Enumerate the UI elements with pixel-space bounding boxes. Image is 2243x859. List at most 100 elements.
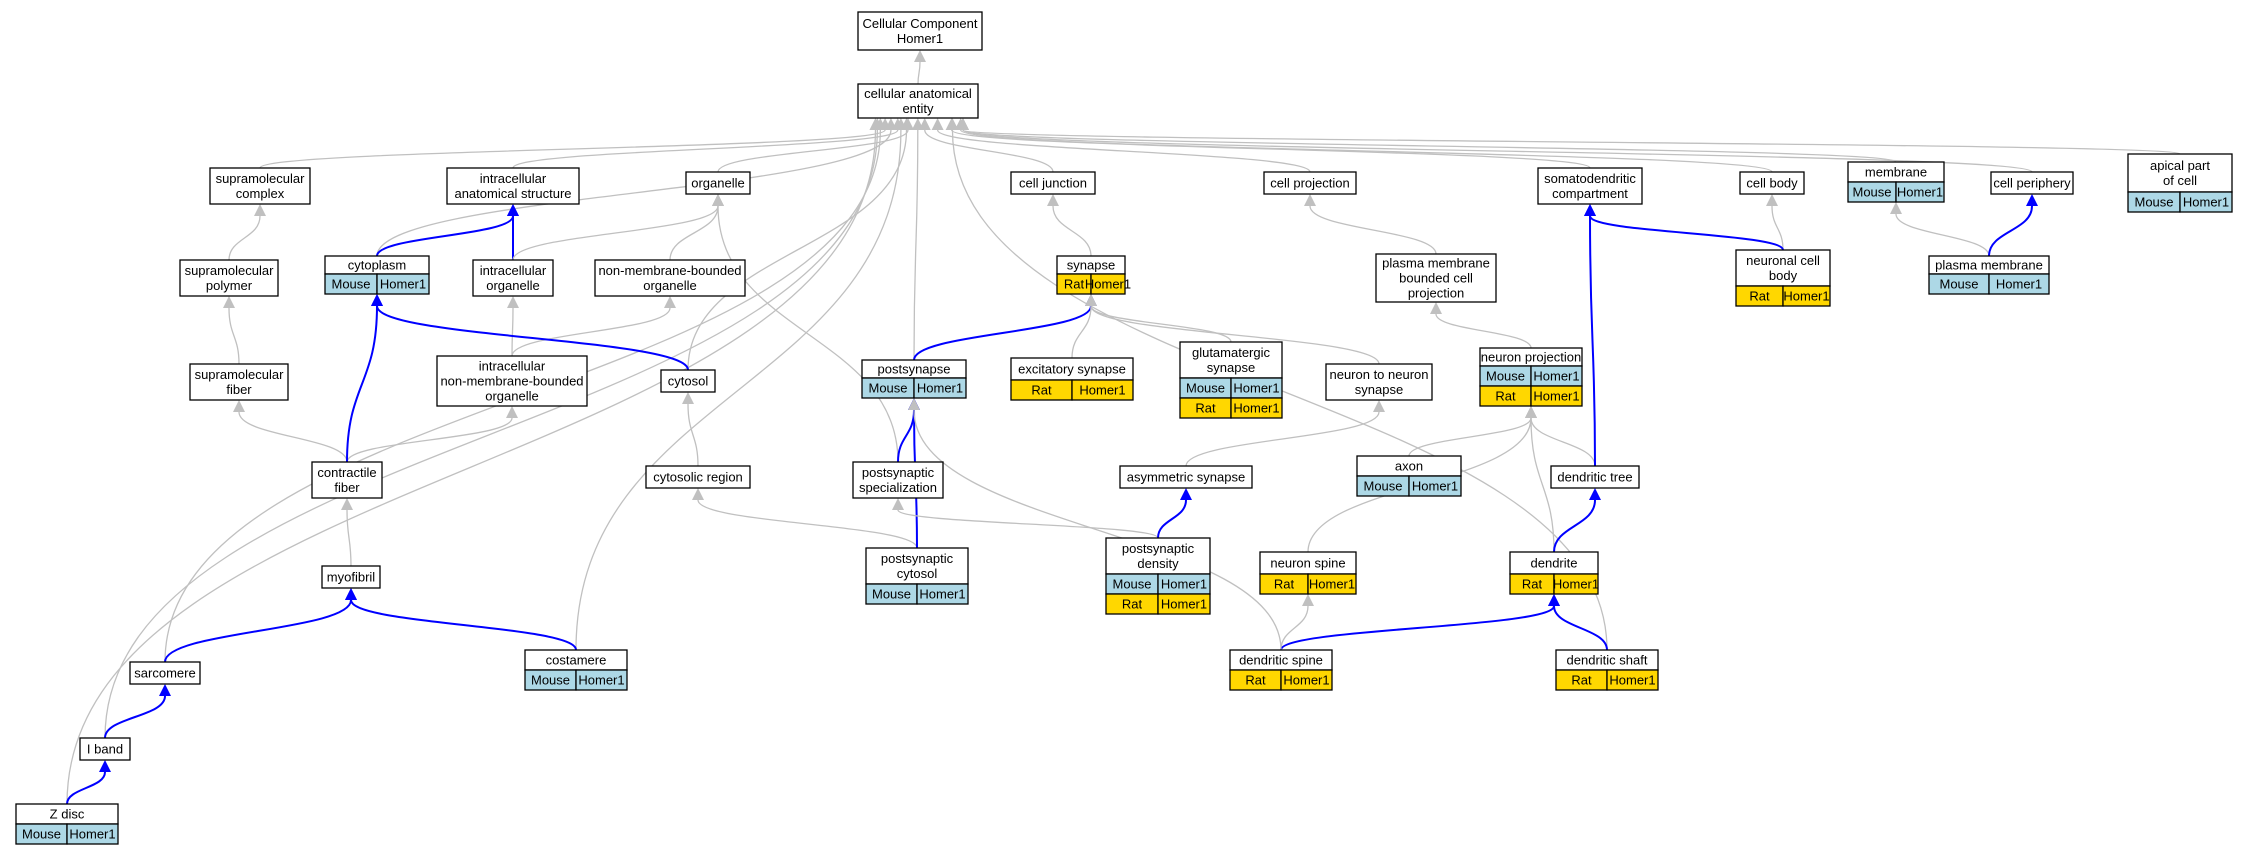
species-label: Mouse	[22, 827, 61, 842]
arrowhead-neuronal_cell_body-somatodendritic	[1584, 204, 1596, 216]
node-box	[865, 547, 969, 585]
term-label: cell projection	[1270, 176, 1350, 191]
node-inmb-organelle[interactable]: intracellularnon-membrane-boundedorganel…	[436, 355, 588, 407]
arrowhead-apical-cae	[957, 118, 969, 130]
gene-cell	[1307, 573, 1357, 595]
term-label: neuronal cell	[1746, 253, 1820, 268]
arrowhead-dendritic_spine-postsynapse	[908, 398, 920, 410]
arrowhead-costamere-myofibril	[345, 588, 357, 600]
arrowhead-inmb_organelle-intra_organelle	[507, 296, 519, 308]
gene-cell	[1157, 593, 1211, 615]
term-label: asymmetric synapse	[1127, 470, 1245, 485]
gene-cell	[1895, 181, 1945, 203]
node-i-band[interactable]: I band	[79, 737, 131, 761]
node-cell-junction[interactable]: cell junction	[1010, 171, 1096, 195]
node-cytosolic-region[interactable]: cytosolic region	[645, 465, 751, 489]
node-cell-periphery[interactable]: cell periphery	[1990, 171, 2074, 195]
node-myofibril[interactable]: myofibril	[321, 565, 381, 589]
term-label: myofibril	[327, 570, 376, 585]
arrowhead-dendritic_shaft-dendrite	[1548, 594, 1560, 606]
gene-label: Homer1	[1079, 383, 1125, 398]
gene-cell	[1280, 669, 1333, 691]
gene-cell	[913, 377, 967, 399]
edge-plasma_membrane-is-a-membrane	[1895, 213, 1990, 257]
arrowhead-ps_specialization-organelle	[712, 194, 724, 206]
node-cell-body[interactable]: cell body	[1739, 171, 1805, 195]
species-label: Mouse	[1363, 479, 1402, 494]
edge-dendrite-is-a-neuron_projection	[1530, 417, 1555, 553]
arrowhead-cytoplasm-cae	[884, 118, 897, 130]
edge-supra_complex-is-a-cae	[259, 129, 886, 169]
node-cytosol[interactable]: cytosol	[660, 369, 716, 393]
edge-neuronal_cell_body-is-a-cell_body	[1771, 205, 1784, 251]
term-label: anatomical structure	[454, 186, 571, 201]
node-asym-synapse[interactable]: asymmetric synapse	[1119, 465, 1253, 489]
node-box	[1179, 341, 1283, 379]
node-box	[645, 465, 751, 489]
node-cell-projection[interactable]: cell projection	[1263, 171, 1357, 195]
node-sarcomere[interactable]: sarcomere	[129, 661, 201, 685]
edge-pmbcp-is-a-cell_projection	[1309, 205, 1437, 255]
term-label: cytosol	[668, 374, 709, 389]
term-label: glutamatergic	[1192, 345, 1271, 360]
term-label: organelle	[643, 278, 697, 293]
edge-inmb_organelle-is-a-nmb_organelle	[511, 307, 671, 357]
edge-costamere-is-a-cae	[575, 129, 902, 651]
gene-label: Homer1	[1533, 369, 1579, 384]
term-label: supramolecular	[185, 263, 275, 278]
gene-cell	[916, 583, 969, 605]
node-organelle[interactable]: organelle	[685, 171, 751, 195]
edge-dendritic_spine-is-a-neuron_spine	[1280, 605, 1309, 651]
node-dendritic-tree[interactable]: dendritic tree	[1550, 465, 1640, 489]
edge-contractile_fiber-is-a-supra_fiber	[238, 411, 348, 463]
arrowhead-z_disc-i_band	[99, 760, 111, 772]
term-label: dendritic spine	[1239, 653, 1323, 668]
gene-cell	[1988, 273, 2050, 295]
edge-ps_cytosol-is-a-cytosolic_region	[697, 499, 918, 549]
node-box	[1375, 253, 1497, 303]
node-box	[1550, 465, 1640, 489]
node-box	[1990, 171, 2074, 195]
gene-cell	[376, 273, 430, 295]
arrowhead-dendrite-dendritic_tree	[1589, 488, 1601, 500]
arrowhead-asym_synapse-n2n_synapse	[1373, 400, 1385, 412]
term-label: postsynapse	[878, 362, 951, 377]
arrowhead-pmbcp-cell_projection	[1304, 194, 1316, 206]
